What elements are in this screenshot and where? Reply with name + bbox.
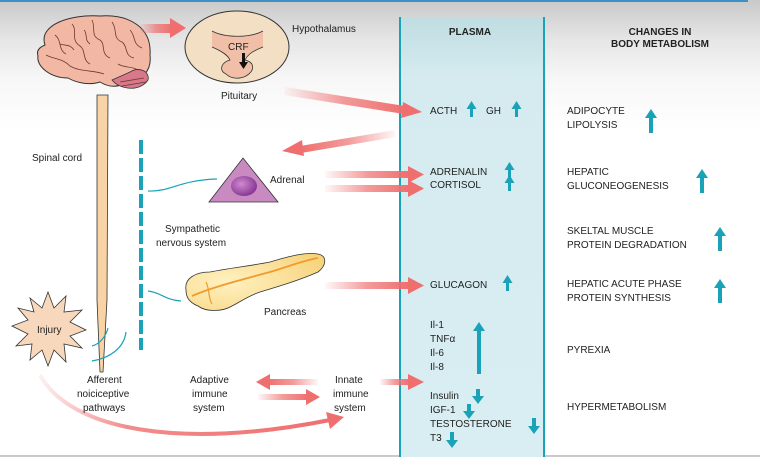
afferent-nerve-2	[91, 331, 127, 362]
up-arrow-icon	[502, 275, 513, 291]
up-arrow-icon	[504, 162, 515, 178]
nerve-to-pancreas	[147, 290, 182, 302]
arrow-adrenal-to-cortisol	[325, 180, 424, 197]
down-arrow-icon	[528, 418, 540, 434]
plasma-il8: Il-8	[430, 362, 444, 373]
plasma-il1: Il-1	[430, 320, 444, 331]
plasma-gh: GH	[486, 106, 501, 117]
metabolism-1-line2: GLUCONEOGENESIS	[567, 181, 669, 192]
innate-label-line2: immune	[333, 389, 369, 400]
arrow-brain-to-hypothalamus	[140, 24, 172, 33]
plasma-tnfa: TNFα	[430, 334, 456, 345]
up-arrow-icon	[504, 175, 515, 191]
injury-label: Injury	[37, 325, 62, 336]
plasma-header: PLASMA	[448, 27, 492, 38]
top-rule	[0, 0, 748, 2]
arrow-innate-to-adaptive	[256, 374, 318, 390]
up-arrow-icon	[466, 101, 477, 117]
arrow-pituitary-to-plasma	[284, 87, 422, 118]
plasma-cortisol: CORTISOL	[430, 180, 481, 191]
metabolism-1-line1: HEPATIC	[567, 167, 609, 178]
metabolism-2-line2: PROTEIN DEGRADATION	[567, 240, 687, 251]
arrow-adaptive-to-innate	[258, 389, 320, 405]
hypothalamus-label: Hypothalamus	[292, 24, 356, 35]
arrowhead	[170, 18, 186, 38]
metabolism-2-line1: SKELTAL MUSCLE	[567, 226, 654, 237]
spinal-cord-label: Spinal cord	[32, 153, 83, 164]
up-arrow-icon	[645, 109, 657, 133]
down-arrow-icon	[472, 389, 484, 404]
plasma-il6: Il-6	[430, 348, 444, 359]
plasma-testosterone: TESTOSTERONE	[430, 419, 512, 430]
plasma-arrows	[446, 101, 540, 448]
up-arrow-icon	[511, 101, 522, 117]
innate-label-line3: system	[334, 403, 366, 414]
up-arrow-icon	[473, 322, 485, 374]
down-arrow-icon	[463, 404, 475, 419]
adaptive-label-line2: immune	[192, 389, 228, 400]
adaptive-label-line1: Adaptive	[190, 375, 229, 386]
plasma-acth: ACTH	[430, 106, 458, 117]
plasma-t3: T3	[430, 433, 442, 444]
brain-icon	[37, 15, 151, 89]
pituitary-label: Pituitary	[221, 91, 258, 102]
down-arrow-icon	[446, 432, 458, 448]
adrenal-label: Adrenal	[270, 175, 305, 186]
sympathetic-label-line2: nervous system	[156, 238, 227, 249]
plasma-insulin: Insulin	[430, 391, 459, 402]
metabolism-4-line1: PYREXIA	[567, 345, 611, 356]
afferent-nerve-1	[91, 327, 109, 347]
nerve-to-adrenal	[147, 178, 218, 192]
arrow-injury-to-innate	[38, 374, 331, 436]
injury-starburst-icon	[11, 290, 87, 368]
sympathetic-label-line1: Sympathetic	[165, 224, 221, 235]
arrow-plasma-to-adrenal	[282, 130, 396, 156]
pancreas-label: Pancreas	[264, 307, 307, 318]
arrow-pancreas-to-glucagon	[325, 277, 424, 294]
up-arrow-icon	[714, 279, 726, 303]
up-arrow-icon	[696, 169, 708, 193]
afferent-label-line3: pathways	[83, 403, 126, 414]
metabolism-3-line2: PROTEIN SYNTHESIS	[567, 293, 671, 304]
plasma-panel	[399, 17, 545, 457]
spinal-cord	[96, 94, 109, 373]
up-arrow-icon	[714, 227, 726, 251]
arrow-innate-to-plasma	[380, 374, 424, 390]
crf-label: CRF	[228, 42, 249, 53]
arrow-adrenal-to-adrenalin	[325, 166, 424, 183]
adrenal-icon	[208, 157, 279, 203]
hypothalamus-pituitary-icon	[184, 10, 290, 84]
pancreas-icon	[185, 253, 326, 311]
metabolism-0-line1: ADIPOCYTE	[567, 106, 625, 117]
afferent-label-line1: Afferent	[87, 375, 122, 386]
plasma-igf1: IGF-1	[430, 405, 456, 416]
afferent-label-line2: noiciceptive	[77, 389, 130, 400]
innate-label-line1: Innate	[335, 375, 363, 386]
adaptive-label-line3: system	[193, 403, 225, 414]
metabolism-5-line1: HYPERMETABOLISM	[567, 402, 667, 413]
metabolism-0-line2: LIPOLYSIS	[567, 120, 618, 131]
arrowhead	[326, 412, 344, 429]
plasma-glucagon: GLUCAGON	[430, 280, 488, 291]
changes-header-line2: BODY METABOLISM	[611, 39, 709, 50]
metabolism-3-line1: HEPATIC ACUTE PHASE	[567, 279, 682, 290]
changes-header-line1: CHANGES IN	[628, 27, 692, 38]
metabolism-arrows	[645, 109, 726, 303]
plasma-adrenalin: ADRENALIN	[430, 167, 488, 178]
